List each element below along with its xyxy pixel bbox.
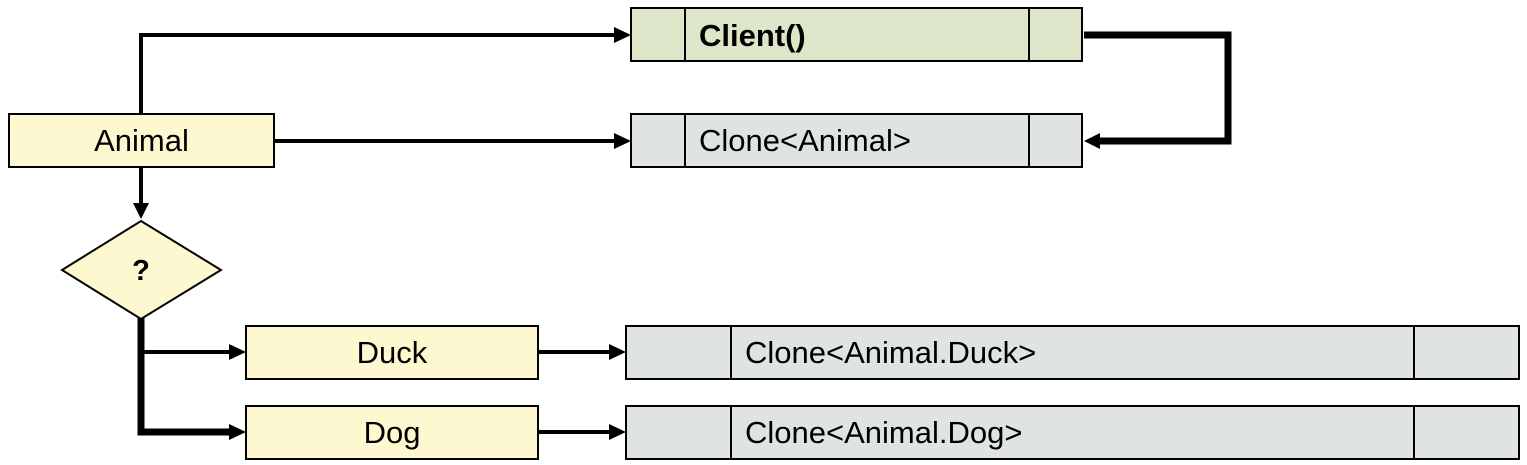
clone-dog-node: Clone<Animal.Dog> <box>625 405 1520 460</box>
client-label: Client() <box>699 18 806 53</box>
client-node: Client() <box>630 7 1083 62</box>
duck-label: Duck <box>357 335 428 370</box>
animal-to-client-arrowhead <box>614 27 631 43</box>
animal-node: Animal <box>8 113 275 168</box>
dog-node: Dog <box>245 405 539 460</box>
clone-animal-label: Clone<Animal> <box>699 123 911 158</box>
clone-dog-label: Clone<Animal.Dog> <box>745 415 1022 450</box>
clone-animal-node: Clone<Animal> <box>630 113 1083 168</box>
clone-duck-node: Clone<Animal.Duck> <box>625 325 1520 380</box>
duck-to-clone-duck-arrowhead <box>609 344 626 360</box>
client-to-clone-animal-arrow <box>1084 31 1232 145</box>
duck-node: Duck <box>245 325 539 380</box>
decision-to-dog-arrowhead <box>229 424 246 440</box>
decision-trunk <box>137 318 230 436</box>
dog-to-clone-dog-arrowhead <box>609 424 626 440</box>
decision-node: ? <box>60 219 223 321</box>
connectors <box>133 27 1232 440</box>
client-to-clone-animal-arrowhead <box>1084 133 1100 149</box>
animal-to-clone-animal-arrowhead <box>614 133 631 149</box>
animal-to-client-arrow <box>139 33 614 113</box>
decision-to-duck-arrowhead <box>229 344 246 360</box>
clone-duck-label: Clone<Animal.Duck> <box>745 335 1036 370</box>
dog-label: Dog <box>364 415 421 450</box>
decision-label: ? <box>132 255 150 287</box>
animal-label: Animal <box>94 123 189 158</box>
animal-to-decision-arrowhead <box>133 203 149 219</box>
